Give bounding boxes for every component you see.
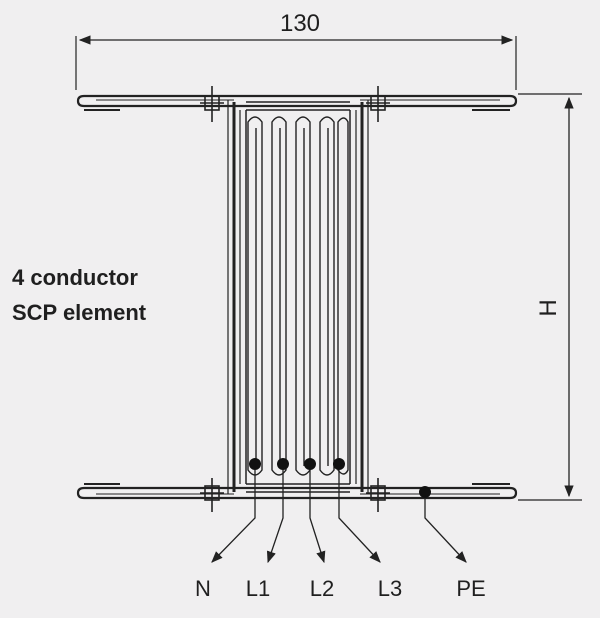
- leader-lines: [211, 470, 467, 564]
- leader-l1: [266, 470, 284, 564]
- leader-l2: [309, 470, 326, 564]
- height-dimension: H: [518, 93, 582, 501]
- caption-line-2: SCP element: [12, 300, 147, 325]
- caption-line-1: 4 conductor: [12, 265, 138, 290]
- terminal-label-l2: L2: [310, 576, 334, 601]
- terminal-label-pe: PE: [456, 576, 485, 601]
- bottom-flange: [76, 483, 518, 500]
- bolt-bottom-right: [366, 478, 390, 512]
- conductor-n-dot: [249, 458, 261, 470]
- leader-n: [211, 470, 256, 563]
- leader-l3: [338, 470, 381, 563]
- bolt-top-right: [366, 86, 390, 122]
- height-dimension-label: H: [535, 299, 562, 316]
- housing-side-walls: [227, 100, 369, 494]
- terminal-label-l3: L3: [378, 576, 402, 601]
- bolt-top-left: [200, 86, 224, 122]
- conductor-l1-dot: [277, 458, 289, 470]
- conductor-l2-dot: [304, 458, 316, 470]
- top-flange: [76, 94, 518, 111]
- width-dimension: 130: [75, 10, 517, 90]
- conductor-pe-dot: [419, 486, 431, 498]
- leader-pe: [424, 498, 467, 563]
- terminal-label-l1: L1: [246, 576, 270, 601]
- bolt-bottom-left: [200, 478, 224, 512]
- conductor-bars: [247, 116, 349, 476]
- width-dimension-label: 130: [280, 10, 320, 37]
- terminal-label-n: N: [195, 576, 211, 601]
- conductor-l3-dot: [333, 458, 345, 470]
